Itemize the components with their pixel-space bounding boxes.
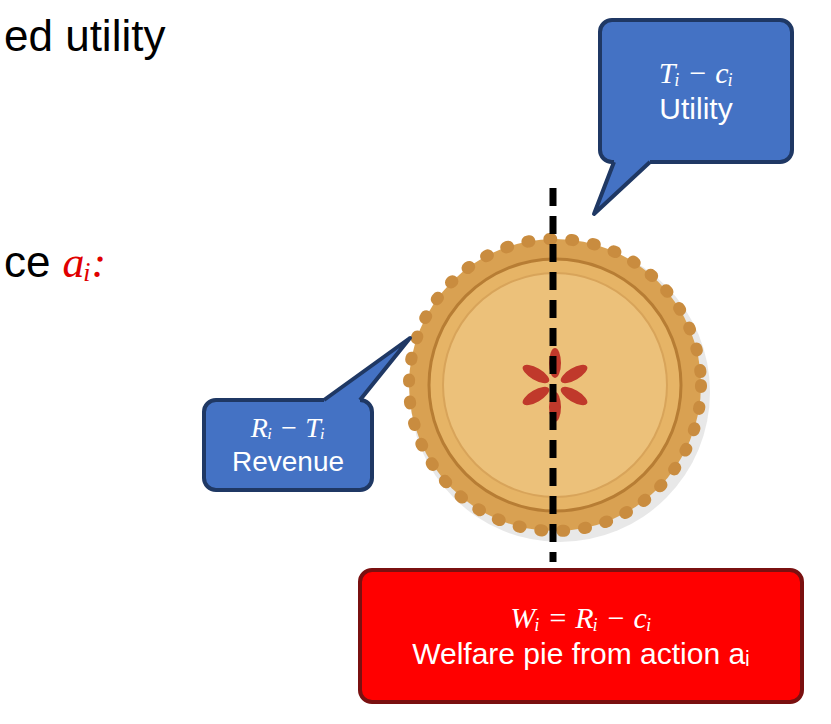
revenue-callout: Rᵢ − TᵢRevenue <box>202 398 374 492</box>
revenue-pointer <box>324 338 410 400</box>
formula-text: Wᵢ = Rᵢ − cᵢ <box>510 600 651 636</box>
utility-callout: Tᵢ − cᵢUtility <box>598 18 794 164</box>
slide-line: ce aᵢ: <box>4 236 106 290</box>
formula-text: Tᵢ − cᵢ <box>659 55 734 91</box>
formula-text: Rᵢ − Tᵢ <box>251 411 325 445</box>
revenue-pointer-fill <box>324 338 410 405</box>
action-symbol: aᵢ: <box>62 237 106 290</box>
dashed-cut-line <box>550 188 557 562</box>
utility-pointer-fill <box>594 157 650 214</box>
caption-text: Welfare pie from action aᵢ <box>412 636 750 672</box>
slide-text: ed utility <box>4 10 165 63</box>
utility-pointer <box>594 162 650 214</box>
welfare-box: Wᵢ = Rᵢ − cᵢWelfare pie from action aᵢ <box>358 568 804 704</box>
slide-text: ce <box>4 236 50 289</box>
caption-text: Utility <box>659 91 732 127</box>
caption-text: Revenue <box>232 445 344 479</box>
